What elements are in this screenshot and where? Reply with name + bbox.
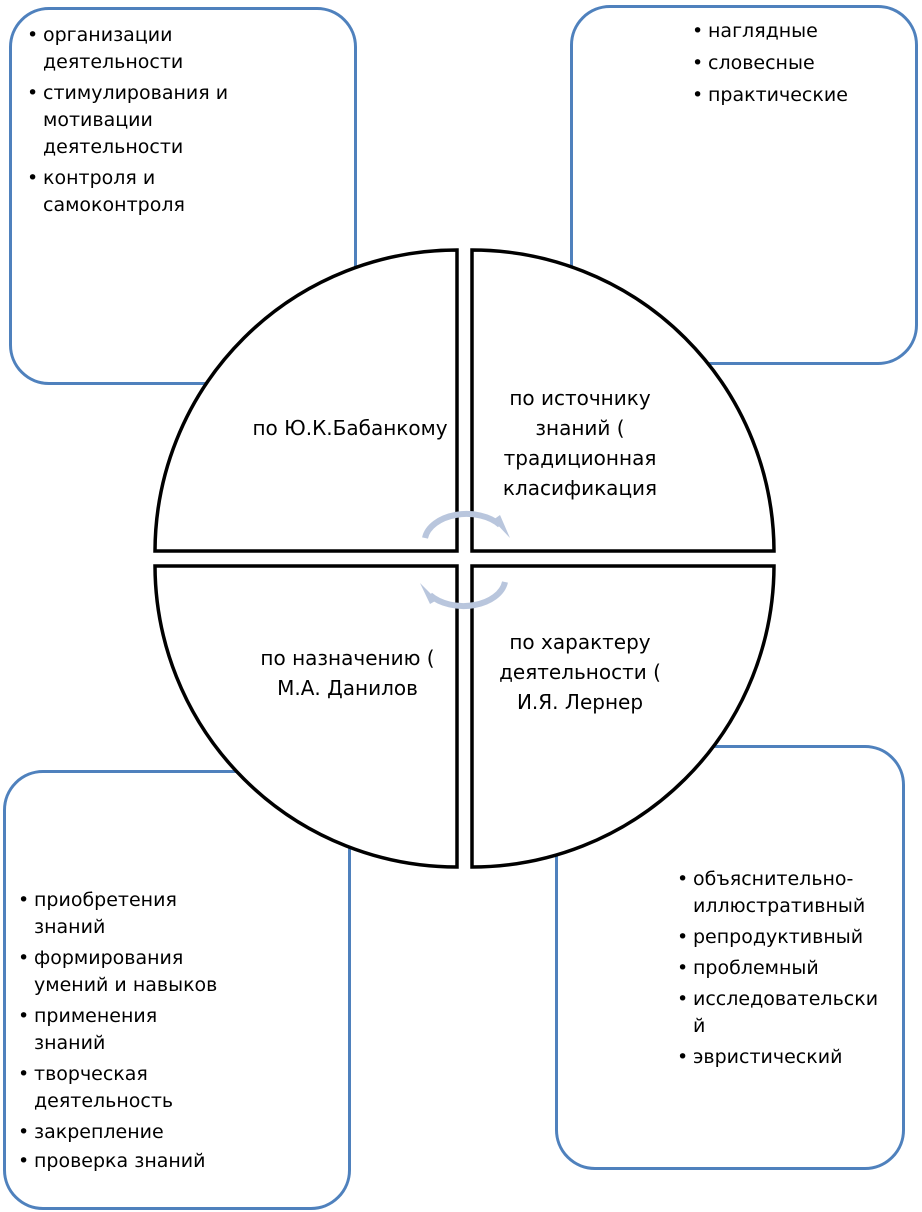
list-item: контроля и самоконтроля <box>27 165 237 219</box>
quadrant-bottom-left <box>153 564 459 869</box>
list-item: формирования умений и навыков <box>18 945 218 999</box>
list-item: организации деятельности <box>27 22 237 76</box>
bottom-right-list: объяснительно-иллюстративный репродуктив… <box>677 866 882 1075</box>
list-item: репродуктивный <box>677 924 882 951</box>
top-left-list: организации деятельности стимулирования … <box>27 22 237 223</box>
quadrant-bottom-right <box>470 564 776 869</box>
list-item: эвристический <box>677 1044 882 1071</box>
quadrant-label-bottom-right: по характеру деятельности ( И.Я. Лернер <box>499 630 661 714</box>
list-item: применения знаний <box>18 1003 218 1057</box>
quadrant-top-left <box>153 248 459 553</box>
list-item: объяснительно-иллюстративный <box>677 866 882 920</box>
quadrant-label-top-left: по Ю.К.Бабанкому <box>252 416 448 440</box>
list-item: наглядные <box>692 18 872 45</box>
list-item: словесные <box>692 50 872 77</box>
list-item: приобретения знаний <box>18 887 218 941</box>
list-item: проверка знаний <box>18 1148 218 1175</box>
cycle-arrows-icon <box>420 510 510 610</box>
list-item: стимулирования и мотивации деятельности <box>27 80 237 161</box>
list-item: закрепление <box>18 1119 218 1146</box>
bottom-left-list: приобретения знаний формирования умений … <box>18 887 218 1179</box>
list-item: исследовательский <box>677 986 882 1040</box>
top-right-list: наглядные словесные практические <box>692 18 872 114</box>
list-item: творческая деятельность <box>18 1061 218 1115</box>
quadrant-top-right <box>470 248 776 553</box>
list-item: практические <box>692 82 872 109</box>
quadrant-label-top-right: по источнику знаний ( традиционная класи… <box>502 386 658 500</box>
quadrant-label-bottom-left: по назначению ( М.А. Данилов <box>260 646 435 700</box>
list-item: проблемный <box>677 955 882 982</box>
